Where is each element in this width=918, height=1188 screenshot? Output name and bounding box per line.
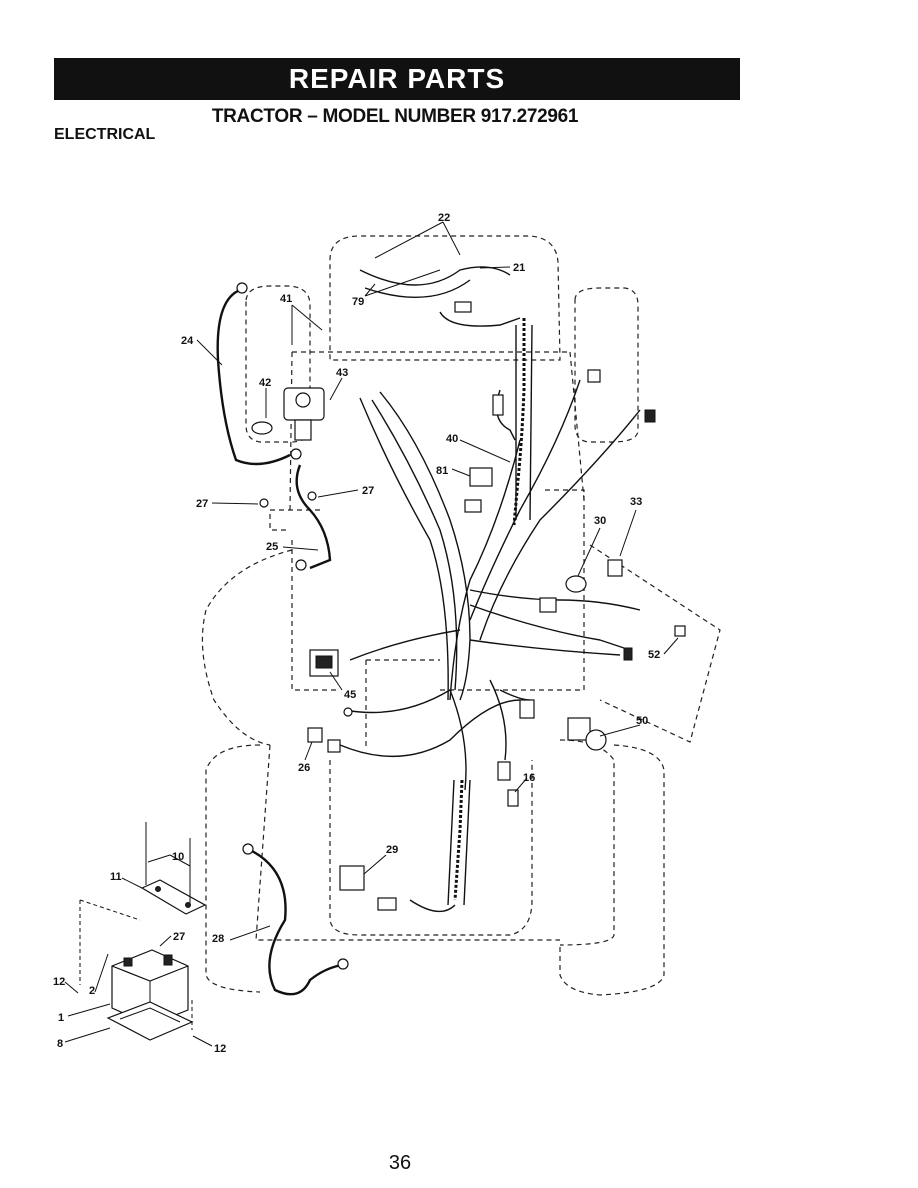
battery-1 <box>111 949 189 1026</box>
section-label: ELECTRICAL <box>54 126 156 143</box>
callout-27-left: 27 <box>196 498 208 510</box>
fuse-52 <box>674 625 686 637</box>
callout-26: 26 <box>298 762 310 774</box>
callout-2: 2 <box>89 985 95 997</box>
banner-title: REPAIR PARTS <box>288 63 506 94</box>
callout-16: 16 <box>523 772 535 784</box>
cable-28 <box>249 848 343 996</box>
callout-12-right: 12 <box>214 1043 226 1055</box>
leader-lines <box>64 221 679 1047</box>
connector-harness <box>377 301 656 911</box>
callout-22: 22 <box>438 212 450 224</box>
cable-24 <box>216 288 291 466</box>
callout-27-right: 27 <box>362 485 374 497</box>
rod-10 <box>145 822 191 905</box>
callout-42: 42 <box>259 377 271 389</box>
callout-24: 24 <box>181 335 194 347</box>
callout-81: 81 <box>436 465 448 477</box>
callout-33: 33 <box>630 496 642 508</box>
ignition-switch-45 <box>309 649 339 677</box>
wiring-harness <box>339 266 641 913</box>
relay-81 <box>469 467 493 487</box>
callout-41: 41 <box>280 293 292 305</box>
model-subtitle: TRACTOR – MODEL NUMBER 917.272961 <box>211 106 579 127</box>
switch-29 <box>339 865 365 891</box>
callout-1: 1 <box>58 1012 64 1024</box>
switch-30 <box>565 575 587 593</box>
callout-27-battery: 27 <box>173 931 185 943</box>
callout-11: 11 <box>110 871 122 883</box>
callout-45: 45 <box>344 689 356 701</box>
coiled-wire-lower <box>447 779 471 906</box>
page-number: 36 <box>388 1152 412 1174</box>
callout-8: 8 <box>57 1038 63 1050</box>
tractor-outline <box>201 235 721 996</box>
fuse-holder-26 <box>307 727 341 753</box>
callout-50: 50 <box>636 715 648 727</box>
callout-79: 79 <box>352 296 364 308</box>
callout-25: 25 <box>266 541 278 553</box>
callout-40: 40 <box>446 433 458 445</box>
callout-28: 28 <box>212 933 224 945</box>
switch-33 <box>607 559 623 577</box>
callout-29: 29 <box>386 844 398 856</box>
callout-43: 43 <box>336 367 348 379</box>
callout-labels: 22 21 79 41 24 42 43 40 81 27 27 33 30 2… <box>53 212 660 1055</box>
terminal-ends <box>236 282 353 970</box>
repair-parts-banner: REPAIR PARTS <box>54 58 740 100</box>
callout-52: 52 <box>648 649 660 661</box>
hold-down-11 <box>140 879 207 915</box>
coiled-wire-40 <box>512 318 533 526</box>
solenoid-43 <box>283 387 325 441</box>
cable-25 <box>295 464 332 570</box>
callout-21: 21 <box>513 262 525 274</box>
callout-30: 30 <box>594 515 606 527</box>
headlight-switch-50 <box>567 717 607 751</box>
callout-10: 10 <box>172 851 184 863</box>
callout-12-left: 12 <box>53 976 65 988</box>
